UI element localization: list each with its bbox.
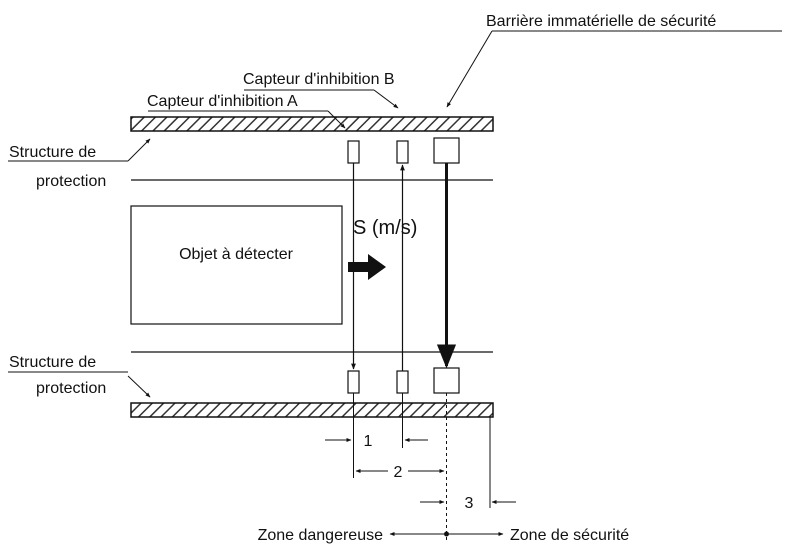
- structure-bottom-pointer: [127, 375, 151, 398]
- structure-top-pointer: [127, 138, 151, 162]
- light-curtain-top: [433, 137, 460, 164]
- light-curtain-label: Barrière immatérielle de sécurité: [486, 13, 716, 30]
- structure-bottom-label: Structure de: [9, 354, 96, 371]
- structure-top-label: Structure de: [9, 144, 96, 161]
- sensor-b-bottom: [396, 370, 409, 394]
- danger-zone-label: Zone dangereuse: [258, 527, 384, 544]
- dim3-label: 3: [465, 495, 474, 512]
- sensor-b-top: [396, 140, 409, 164]
- curtain-pointer: [446, 30, 493, 108]
- sensor-b-label: Capteur d'inhibition B: [243, 71, 395, 88]
- bottom-protection-structure: [130, 402, 494, 418]
- protection-bottom-label: protection: [36, 380, 106, 397]
- dim2-label: 2: [394, 464, 403, 481]
- sensor-b-pointer: [373, 89, 399, 109]
- object-box: [130, 205, 343, 325]
- movement-arrow: [348, 254, 386, 280]
- protection-top-label: protection: [36, 173, 106, 190]
- sensor-a-label: Capteur d'inhibition A: [147, 93, 298, 110]
- sensor-a-pointer: [327, 110, 346, 129]
- top-protection-structure: [130, 116, 494, 132]
- dim1-label: 1: [364, 433, 373, 450]
- sensor-a-bottom: [347, 370, 360, 394]
- speed-label: S (m/s): [353, 217, 417, 239]
- sensor-a-top: [347, 140, 360, 164]
- zone-boundary-dot: [444, 531, 449, 537]
- object-label: Objet à détecter: [179, 246, 294, 263]
- light-curtain-bottom: [433, 367, 460, 394]
- safe-zone-label: Zone de sécurité: [510, 527, 629, 544]
